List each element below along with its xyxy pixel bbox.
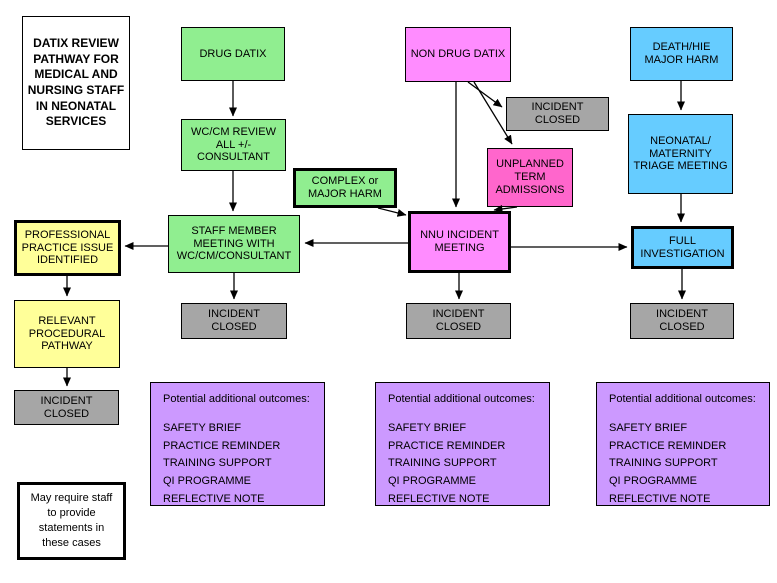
title-box: DATIX REVIEW PATHWAY FOR MEDICAL AND NUR… [22,16,130,150]
incident-closed-top-node: INCIDENT CLOSED [506,97,609,131]
outcome-item: REFLECTIVE NOTE [163,492,265,505]
outcomes-heading: Potential additional outcomes: [163,393,310,405]
outcome-item: PRACTICE REMINDER [163,439,281,452]
nnu-incident-meeting-node: NNU INCIDENT MEETING [408,211,511,273]
incident-closed-pathway-node: INCIDENT CLOSED [14,390,119,425]
incident-closed-full-node: INCIDENT CLOSED [630,303,734,339]
outcome-item: REFLECTIVE NOTE [609,492,711,505]
incident-closed-nnu-node: INCIDENT CLOSED [406,303,511,339]
drug-datix-node: DRUG DATIX [181,27,285,81]
outcomes-heading: Potential additional outcomes: [609,393,756,405]
outcome-item: SAFETY BRIEF [609,421,688,434]
non-drug-datix-node: NON DRUG DATIX [405,27,511,82]
arrow-nondrug-to-incident-closed [467,81,503,108]
outcomes-box-middle: Potential additional outcomes: SAFETY BR… [375,382,550,506]
outcome-item: SAFETY BRIEF [388,421,467,434]
outcome-item: QI PROGRAMME [388,475,477,487]
professional-practice-issue-node: PROFESSIONAL PRACTICE ISSUE IDENTIFIED [14,220,121,276]
arrow-unplanned-term-to-nnu [493,204,518,213]
unplanned-term-admissions-node: UNPLANNED TERM ADMISSIONS [487,148,573,207]
outcome-item: REFLECTIVE NOTE [388,492,490,505]
staff-member-meeting-node: STAFF MEMBER MEETING WITH WC/CM/CONSULTA… [168,215,300,273]
outcome-item: TRAINING SUPPORT [609,457,718,470]
outcomes-box-right: Potential additional outcomes: SAFETY BR… [596,382,770,506]
death-hie-major-harm-node: DEATH/HIE MAJOR HARM [630,27,733,81]
outcomes-box-left: Potential additional outcomes: SAFETY BR… [150,382,325,506]
outcome-item: TRAINING SUPPORT [163,457,272,470]
full-investigation-node: FULL INVESTIGATION [631,226,734,269]
neonatal-maternity-triage-meeting-node: NEONATAL/ MATERNITY TRIAGE MEETING [628,114,733,194]
relevant-procedural-pathway-node: RELEVANT PROCEDURAL PATHWAY [14,300,120,368]
outcome-item: SAFETY BRIEF [163,421,242,434]
outcome-item: PRACTICE REMINDER [388,439,506,452]
outcome-item: PRACTICE REMINDER [609,439,727,452]
outcome-item: TRAINING SUPPORT [388,457,497,470]
complex-or-major-harm-node: COMPLEX or MAJOR HARM [293,168,397,208]
incident-closed-staff-node: INCIDENT CLOSED [181,303,287,339]
outcome-item: QI PROGRAMME [163,475,252,487]
statements-note-box: May require staff to provide statements … [17,482,126,560]
outcome-item: QI PROGRAMME [609,475,698,487]
wc-cm-review-node: WC/CM REVIEW ALL +/- CONSULTANT [181,119,286,171]
outcomes-heading: Potential additional outcomes: [388,393,535,405]
arrow-complex-to-nnu [377,207,407,217]
